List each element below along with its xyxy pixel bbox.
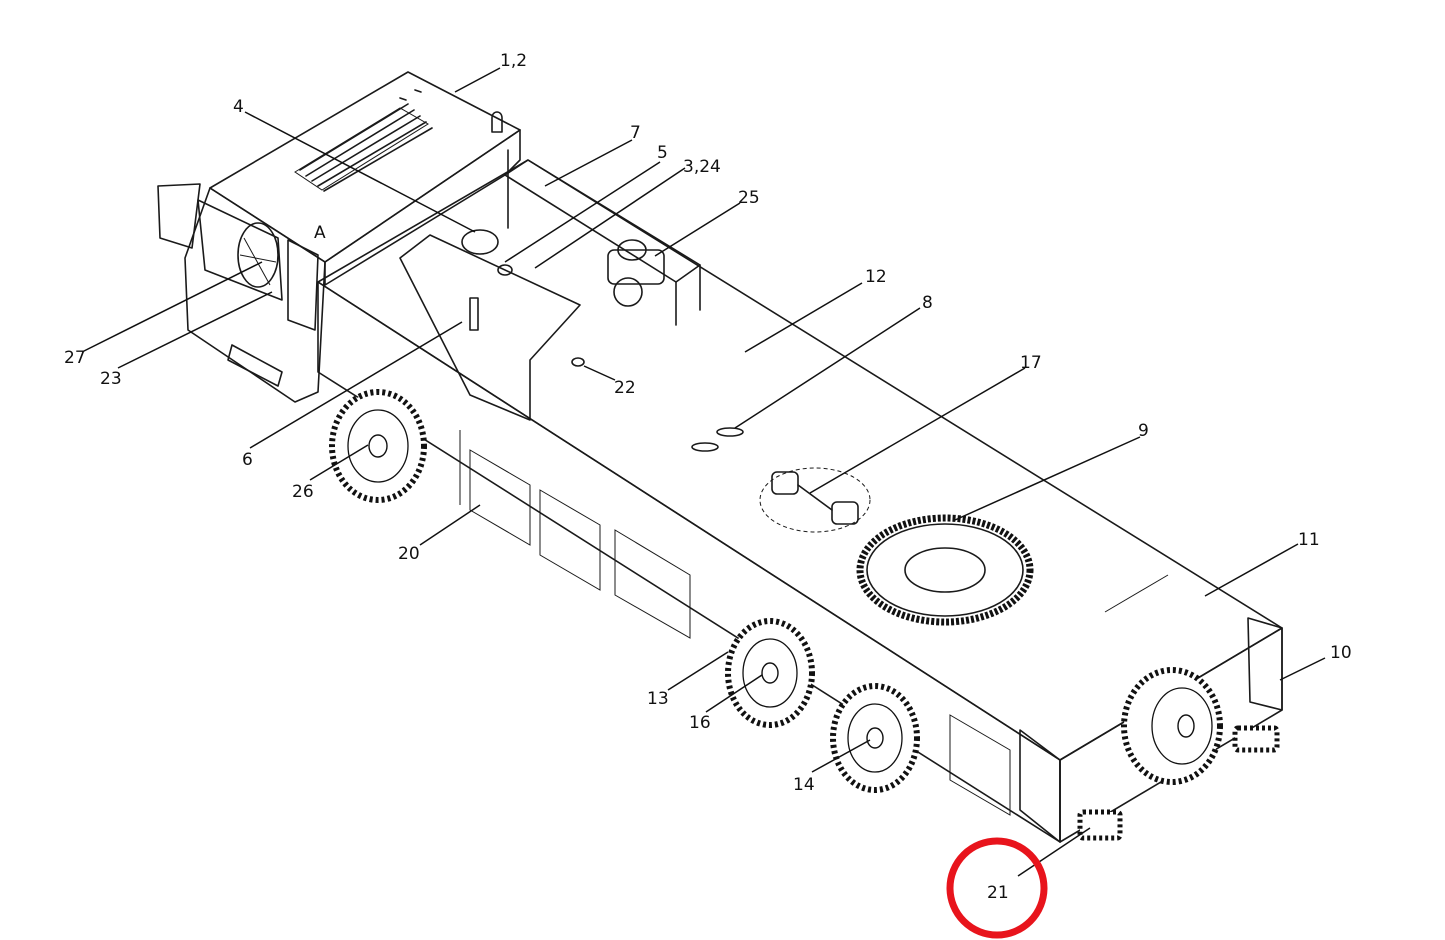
cab [157, 71, 521, 403]
callout-17: 17 [1020, 353, 1042, 373]
callout-26: 26 [292, 482, 314, 502]
callout-12: 12 [865, 267, 887, 287]
callout-23: 23 [100, 369, 122, 389]
highlight-circle [946, 837, 1048, 939]
leader-lines [81, 67, 1326, 877]
callout-25: 25 [738, 188, 760, 208]
callout-20: 20 [398, 544, 420, 564]
callout-5: 5 [657, 143, 668, 163]
outrigger-pads [1077, 725, 1280, 841]
callout-3-24: 3,24 [683, 157, 721, 177]
callout-10: 10 [1330, 643, 1352, 663]
wheel-middle-1 [725, 618, 815, 728]
callout-8: 8 [922, 293, 933, 313]
slewing-ring [856, 514, 1034, 626]
wheel-middle-2 [830, 683, 920, 793]
components [399, 229, 871, 533]
callout-27: 27 [64, 348, 86, 368]
deck [317, 159, 1283, 843]
callout-21: 21 [987, 883, 1009, 903]
callout-9: 9 [1138, 421, 1149, 441]
callout-14: 14 [793, 775, 815, 795]
wheel-front [329, 389, 427, 503]
callout-labels: 1,2 4 7 5 3,24 25 12 8 17 9 11 10 27 23 … [64, 51, 1352, 903]
cab-mark: A [314, 223, 326, 243]
callout-16: 16 [689, 713, 711, 733]
callout-22: 22 [614, 378, 636, 398]
callout-1-2: 1,2 [500, 51, 527, 71]
callout-13: 13 [647, 689, 669, 709]
callout-7: 7 [630, 123, 641, 143]
callout-11: 11 [1298, 530, 1320, 550]
callout-6: 6 [242, 450, 253, 470]
wheel-rear [1121, 667, 1223, 785]
callout-4: 4 [233, 97, 244, 117]
